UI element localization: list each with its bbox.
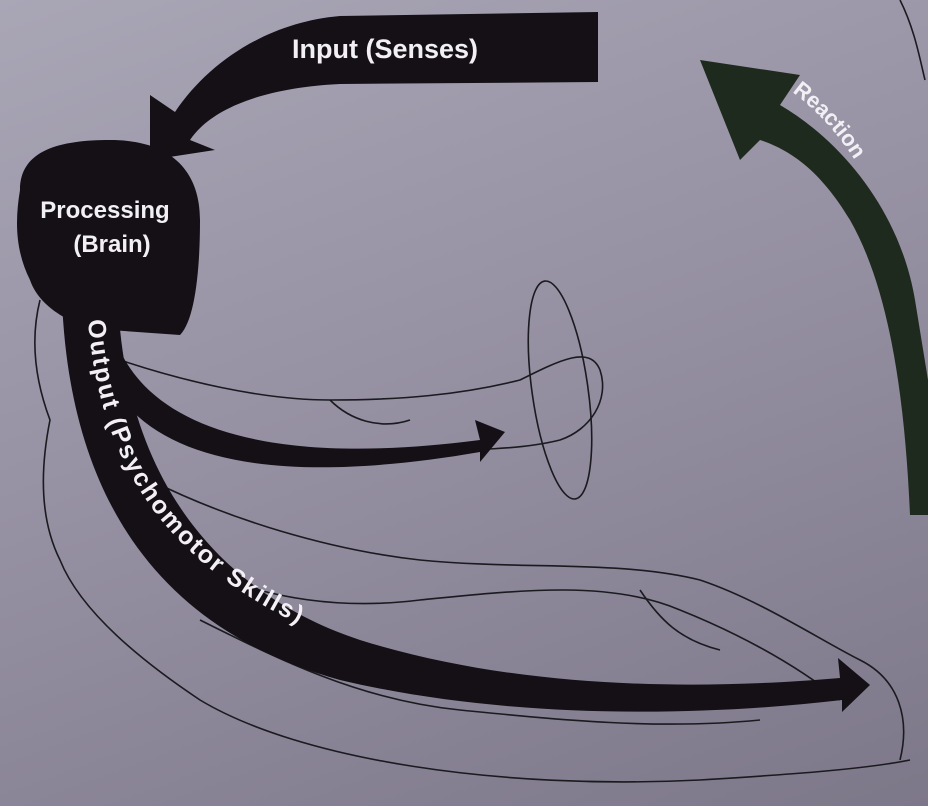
- reaction-arrow: Reaction: [700, 60, 928, 515]
- processing-head: Processing (Brain): [17, 140, 201, 335]
- processing-label: Processing: [40, 197, 169, 224]
- brain-label-text: (Brain): [73, 231, 150, 258]
- input-arrow: Input (Senses): [150, 12, 598, 160]
- output-arrows: Output (Psychomotor Skills): [62, 300, 870, 712]
- input-label: Input (Senses): [292, 34, 478, 64]
